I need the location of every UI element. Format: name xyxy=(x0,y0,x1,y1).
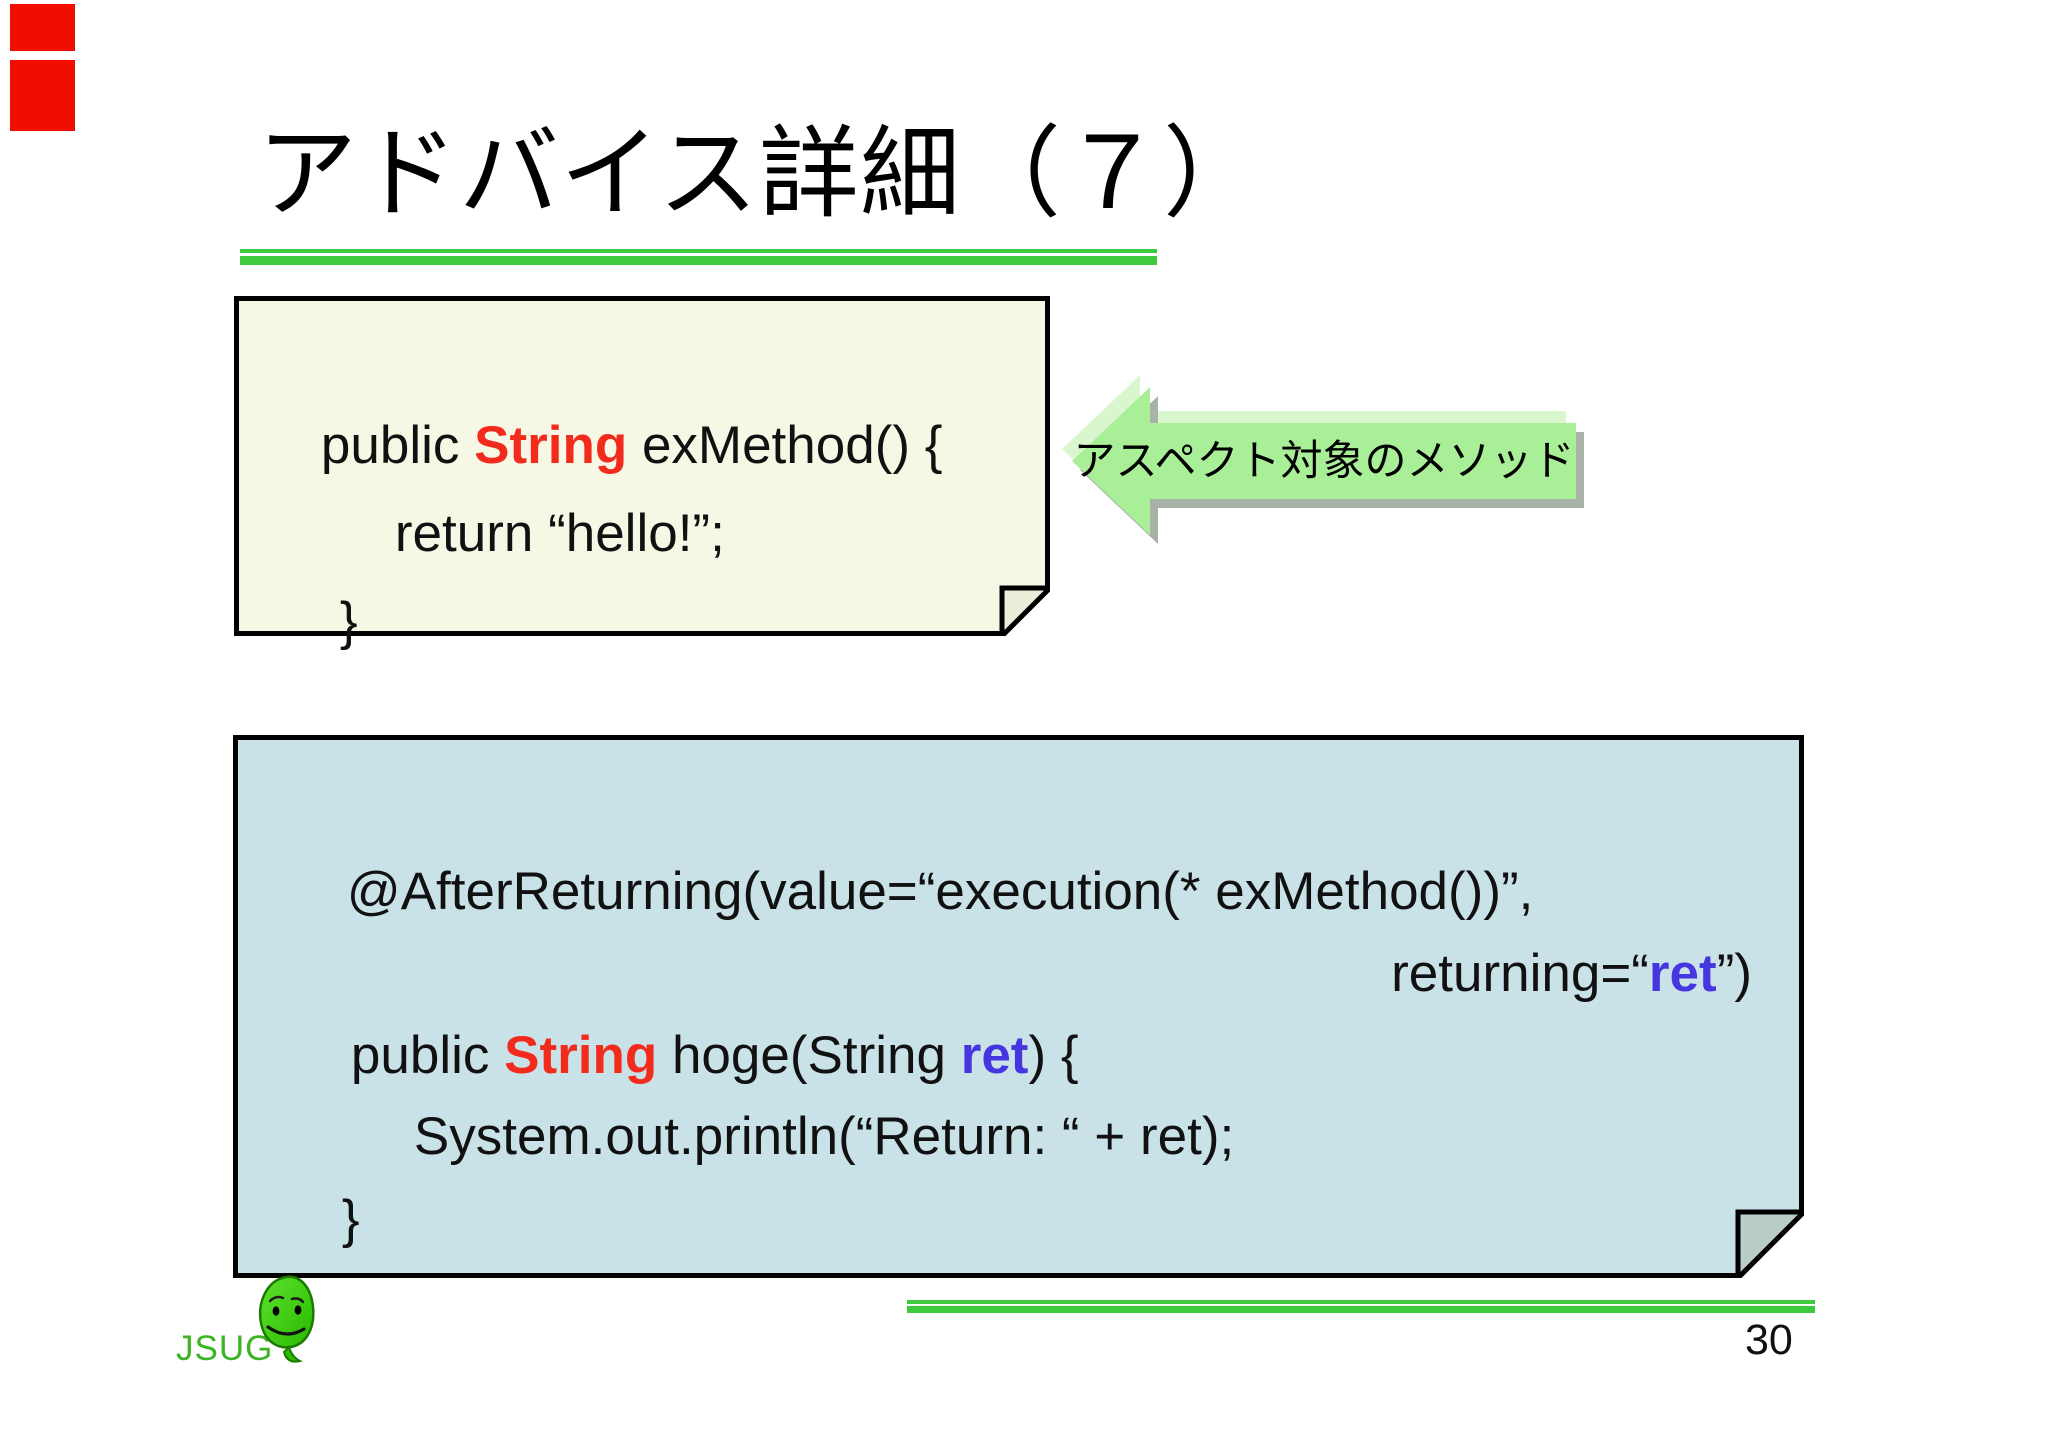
title-underline-thick xyxy=(240,256,1157,265)
code-text: System.out.println(“Return: “ + ret); xyxy=(413,1107,1235,1166)
code-text: public xyxy=(320,416,475,475)
code-text: ) { xyxy=(1028,1026,1079,1085)
page-title: アドバイス詳細（７） xyxy=(257,118,1264,230)
leaf-stem xyxy=(282,1345,303,1363)
code-text: hoge(String xyxy=(657,1026,961,1085)
code-text: return “hello!”; xyxy=(394,504,725,563)
arrow-body xyxy=(1072,387,1576,535)
eye-right xyxy=(294,1305,302,1315)
code-line: return “hello!”; xyxy=(336,423,725,645)
code-text: } xyxy=(341,1190,360,1249)
smile xyxy=(266,1325,306,1336)
code-line: returning=“ret”) xyxy=(1332,863,1752,1085)
code-text: exMethod() { xyxy=(627,416,943,475)
code-text: } xyxy=(339,592,358,651)
code-line: } xyxy=(283,1109,360,1331)
folded-corner-icon xyxy=(1735,1209,1804,1278)
code-line: } xyxy=(281,511,358,733)
code-box-advice xyxy=(233,735,1804,1278)
eye-left xyxy=(272,1306,280,1316)
code-line: @AfterReturning(value=“execution(* exMet… xyxy=(288,781,1533,1003)
keyword-string: String xyxy=(474,416,628,475)
code-line: public String hoge(String ret) { xyxy=(292,945,1079,1167)
code-line: public String exMethod() { xyxy=(262,335,943,557)
code-text: returning=“ xyxy=(1391,944,1649,1003)
folded-corner-icon xyxy=(999,585,1050,636)
code-box-example-method xyxy=(234,296,1050,636)
eyebrow-right xyxy=(290,1297,305,1304)
leaf-body xyxy=(258,1275,315,1349)
leaf-mascot-icon xyxy=(258,1275,315,1363)
footer-rule-thin xyxy=(907,1300,1815,1304)
keyword-string: String xyxy=(504,1026,658,1085)
eyebrow-left xyxy=(268,1295,285,1303)
red-bar-decoration xyxy=(10,4,75,51)
jsug-logo-text: JSUG xyxy=(176,1329,274,1368)
code-text: @AfterReturning(value=“execution(* exMet… xyxy=(346,862,1534,921)
code-line: System.out.println(“Return: “ + ret); xyxy=(355,1026,1234,1248)
title-underline-thin xyxy=(240,249,1157,253)
code-text: ”) xyxy=(1716,944,1752,1003)
keyword-ret: ret xyxy=(1648,944,1717,1003)
left-arrow-callout-icon xyxy=(1062,375,1584,544)
callout-label: アスペクト対象のメソッド xyxy=(1073,437,1575,484)
footer-rule-thick xyxy=(907,1306,1815,1313)
page-number: 30 xyxy=(1745,1316,1793,1364)
keyword-ret: ret xyxy=(960,1026,1029,1085)
code-text: public xyxy=(350,1026,505,1085)
red-bar-decoration xyxy=(10,60,75,131)
